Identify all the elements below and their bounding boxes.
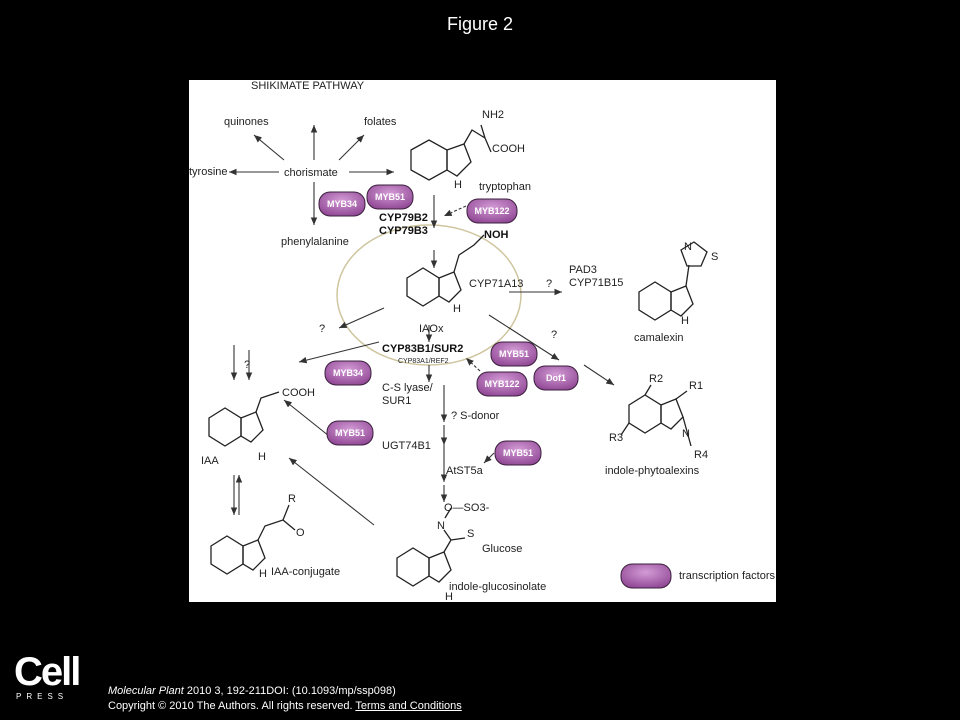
label-r: R (288, 493, 296, 505)
label-noh: NOH (484, 229, 509, 241)
cell-press-logo-sub: PRESS (16, 692, 69, 701)
tf-myb51-c: MYB51 (326, 420, 374, 446)
label-s-donor: ? S-donor (451, 410, 500, 422)
tf-dof1: Dof1 (533, 365, 579, 391)
tf-myb122-b: MYB122 (476, 371, 528, 397)
pathway-arrows (229, 124, 615, 526)
label-r2: R2 (649, 373, 663, 385)
label-r1: R1 (689, 380, 703, 392)
label-cyp71b15: CYP71B15 (569, 277, 623, 289)
svg-text:MYB51: MYB51 (503, 448, 533, 458)
label-o: O (296, 527, 305, 539)
label-iaa-conjugate: IAA-conjugate (271, 566, 340, 578)
pathway-figure: SHIKIMATE PATHWAY quinones folates tyros… (189, 80, 776, 602)
label-pad3: PAD3 (569, 264, 597, 276)
pathway-diagram: SHIKIMATE PATHWAY quinones folates tyros… (189, 80, 775, 602)
molecule-iaa (208, 391, 280, 447)
label-cyp79b2: CYP79B2 (379, 212, 428, 224)
label-cs-lyase: C-S lyase/ (382, 382, 434, 394)
label-tyrosine: tyrosine (189, 166, 228, 178)
tf-myb34-b: MYB34 (324, 360, 372, 386)
svg-text:MYB122: MYB122 (474, 206, 509, 216)
label-r4: R4 (694, 449, 708, 461)
label-indole-glucosinolate: indole-glucosinolate (449, 581, 546, 593)
svg-text:MYB122: MYB122 (484, 379, 519, 389)
label-h-iaa: H (258, 451, 266, 463)
journal-name: Molecular Plant (108, 685, 184, 697)
label-s-camalexin: S (711, 251, 718, 263)
label-quinones: quinones (224, 116, 269, 128)
label-q1: ? (546, 278, 552, 290)
label-h-conjugate: H (259, 568, 267, 580)
label-indole-phytoalexins: indole-phytoalexins (605, 465, 700, 477)
molecule-indole-glucosinolate (396, 507, 466, 587)
tf-myb51-d: MYB51 (494, 440, 542, 466)
label-tryptophan: tryptophan (479, 181, 531, 193)
label-iaox: IAOx (419, 323, 444, 335)
copyright-text: Copyright © 2010 The Authors. All rights… (108, 700, 353, 712)
label-phenylalanine: phenylalanine (281, 236, 349, 248)
label-ugt74b1: UGT74B1 (382, 440, 431, 452)
label-camalexin: camalexin (634, 332, 684, 344)
label-chorismate: chorismate (284, 167, 338, 179)
label-cooh-trp: COOH (492, 143, 525, 155)
label-sur1: SUR1 (382, 395, 411, 407)
label-q2: ? (319, 323, 325, 335)
label-q4: ? (244, 359, 250, 371)
citation-footer: Molecular Plant 2010 3, 192-211DOI: (10.… (108, 684, 462, 714)
svg-text:MYB34: MYB34 (333, 368, 363, 378)
molecule-indole-phytoalexin (620, 384, 692, 447)
label-nh2: NH2 (482, 109, 504, 121)
tf-myb51-a: MYB51 (366, 184, 414, 210)
label-oso3: O—SO3- (444, 502, 490, 514)
tf-myb51-b: MYB51 (490, 341, 538, 367)
label-iaa: IAA (201, 455, 219, 467)
molecule-tryptophan (410, 124, 492, 181)
label-cyp83a1: CYP83A1/REF2 (398, 358, 449, 365)
label-q3: ? (551, 329, 557, 341)
svg-text:Dof1: Dof1 (546, 373, 566, 383)
citation-line: Molecular Plant 2010 3, 192-211DOI: (10.… (108, 684, 462, 699)
svg-text:MYB34: MYB34 (327, 199, 357, 209)
label-r3: R3 (609, 432, 623, 444)
label-n-glc: N (437, 520, 445, 532)
label-cyp83b1: CYP83B1/SUR2 (382, 343, 463, 355)
label-s-glc: S (467, 528, 474, 540)
label-h-camalexin: H (681, 315, 689, 327)
citation-details: 2010 3, 192-211DOI: (10.1093/mp/ssp098) (183, 685, 396, 697)
copyright-line: Copyright © 2010 The Authors. All rights… (108, 699, 462, 714)
svg-text:MYB51: MYB51 (335, 428, 365, 438)
label-h-glucosinolate: H (445, 591, 453, 602)
label-atst5a: AtST5a (446, 465, 484, 477)
label-folates: folates (364, 116, 397, 128)
label-h-iaox: H (453, 303, 461, 315)
label-shikimate: SHIKIMATE PATHWAY (251, 80, 365, 92)
label-cyp71a13: CYP71A13 (469, 278, 523, 290)
svg-text:MYB51: MYB51 (499, 349, 529, 359)
molecule-camalexin (638, 241, 708, 321)
tf-myb122-a: MYB122 (466, 198, 518, 224)
molecule-iaox (406, 234, 485, 307)
label-glucose: Glucose (482, 543, 522, 555)
label-cyp79b3: CYP79B3 (379, 225, 428, 237)
cell-press-logo: Cell (14, 650, 81, 694)
label-n-phytoalexin: N (682, 428, 690, 440)
label-legend: transcription factors (679, 570, 775, 582)
tf-myb34-a: MYB34 (318, 191, 366, 217)
terms-link[interactable]: Terms and Conditions (355, 700, 462, 712)
svg-text:MYB51: MYB51 (375, 192, 405, 202)
figure-title: Figure 2 (446, 14, 514, 34)
legend-pill (620, 563, 672, 589)
label-n-camalexin: N (684, 241, 692, 253)
molecule-iaa-conjugate (210, 504, 296, 575)
label-h-trp: H (454, 179, 462, 191)
label-cooh-iaa: COOH (282, 387, 315, 399)
